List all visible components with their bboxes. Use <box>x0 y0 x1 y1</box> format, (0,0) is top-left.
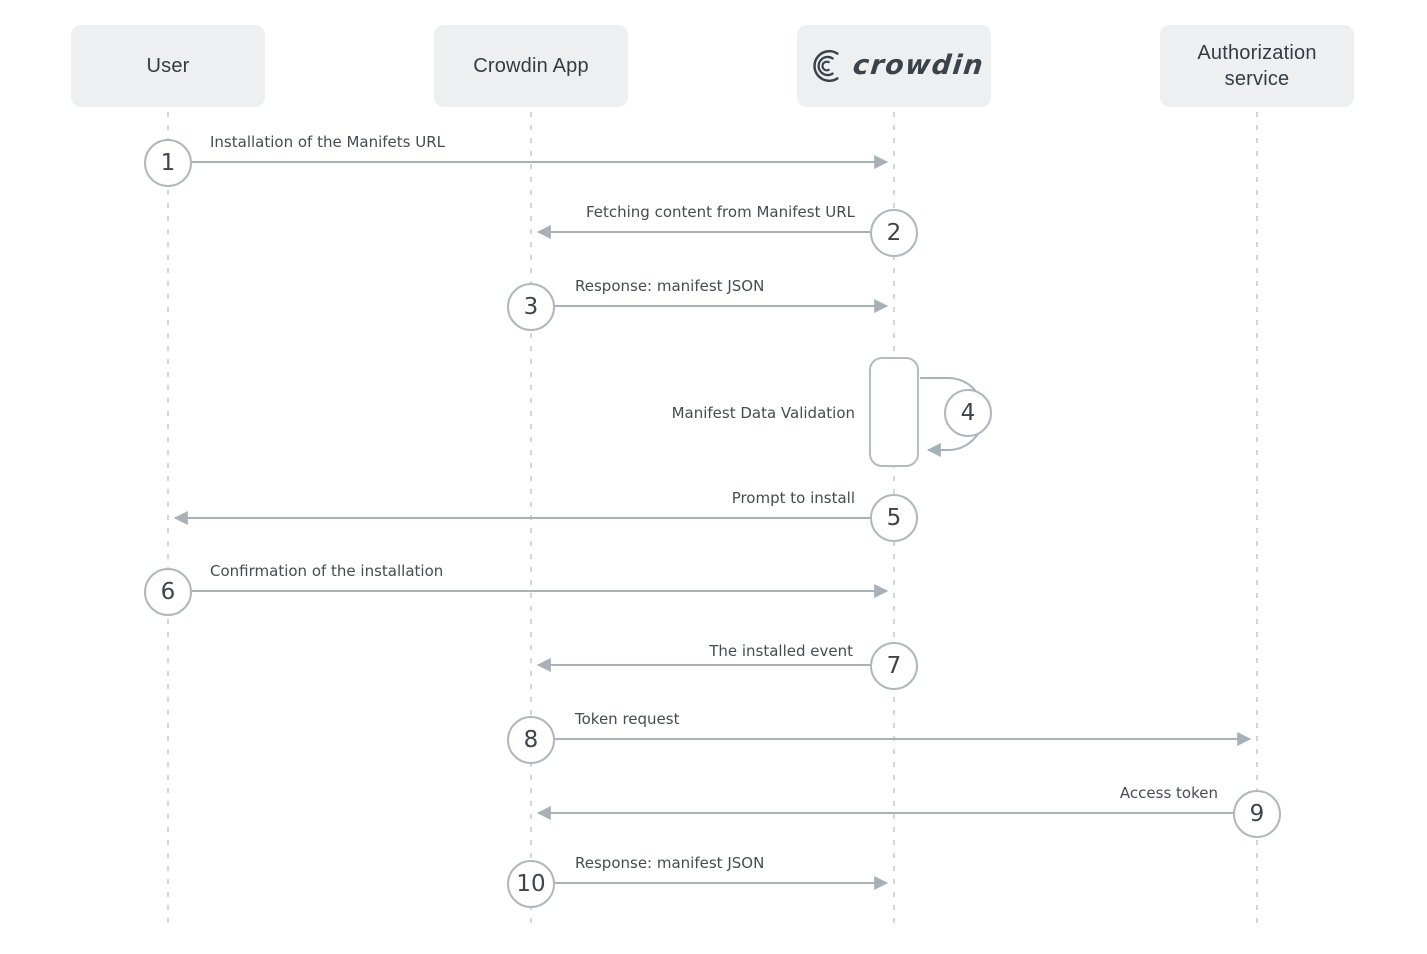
actor-label-authorization-service: Authorization service <box>1197 42 1317 90</box>
step-number: 5 <box>886 505 902 531</box>
step-number: 1 <box>160 150 176 176</box>
step-circle-9: 9 <box>1233 790 1281 838</box>
step-circle-7: 7 <box>870 642 918 690</box>
step-number: 4 <box>960 400 976 426</box>
step-number: 9 <box>1249 801 1265 827</box>
step-number: 10 <box>516 871 546 897</box>
step-number: 7 <box>886 653 902 679</box>
message-label-6: Confirmation of the installation <box>210 562 444 580</box>
message-label-9: Access token <box>1119 784 1218 802</box>
crowdin-logo-icon <box>813 49 840 83</box>
message-label-3: Response: manifest JSON <box>575 277 765 295</box>
step-circle-4: 4 <box>944 389 992 437</box>
message-label-2: Fetching content from Manifest URL <box>585 203 855 221</box>
crowdin-brand: crowdin <box>803 45 987 87</box>
step-circle-5: 5 <box>870 494 918 542</box>
actor-box-crowdin: crowdin <box>797 25 991 107</box>
step-circle-1: 1 <box>144 139 192 187</box>
message-label-7: The installed event <box>709 642 853 660</box>
step-number: 2 <box>886 220 902 246</box>
actor-box-user: User <box>71 25 265 107</box>
step-circle-6: 6 <box>144 568 192 616</box>
activation-box <box>869 357 919 467</box>
step-circle-10: 10 <box>507 860 555 908</box>
step-number: 3 <box>523 294 539 320</box>
message-label-4: Manifest Data Validation <box>671 404 855 422</box>
message-label-8: Token request <box>575 710 680 728</box>
step-circle-3: 3 <box>507 283 555 331</box>
actor-label-crowdin-app: Crowdin App <box>473 55 589 77</box>
message-label-10: Response: manifest JSON <box>575 854 765 872</box>
message-label-5: Prompt to install <box>731 489 855 507</box>
actor-box-authorization-service: Authorization service <box>1160 25 1354 107</box>
message-label-1: Installation of the Manifets URL <box>210 133 445 151</box>
step-circle-2: 2 <box>870 209 918 257</box>
step-number: 8 <box>523 727 539 753</box>
step-circle-8: 8 <box>507 716 555 764</box>
actor-label-user: User <box>146 55 190 77</box>
step-number: 6 <box>160 579 176 605</box>
crowdin-wordmark: crowdin <box>851 50 987 82</box>
actor-box-crowdin-app: Crowdin App <box>434 25 628 107</box>
